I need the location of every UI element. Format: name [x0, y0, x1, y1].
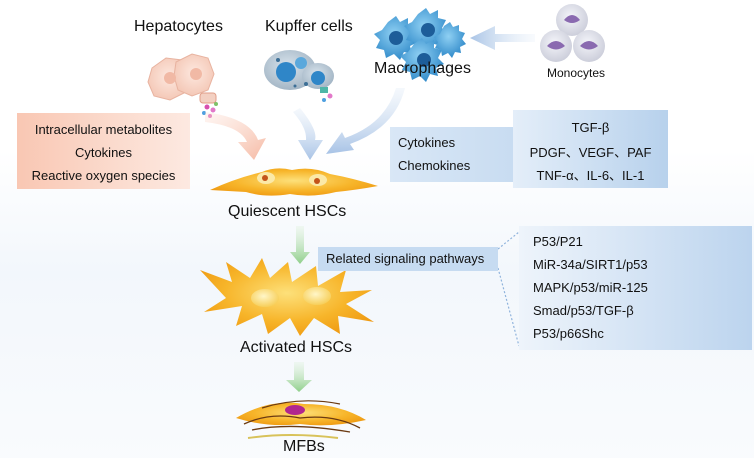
arrow-hepatocytes-to-hscs — [205, 112, 266, 160]
arrow-kupffer-to-hscs — [293, 108, 323, 160]
kupffer-cells-label: Kupffer cells — [265, 18, 353, 35]
arrow-activated-to-mfbs — [286, 362, 312, 392]
activated-hsc-graphic — [200, 258, 374, 336]
kupffer-cells-graphic — [264, 50, 334, 102]
pathway-item: P53/P21 — [533, 234, 583, 249]
hepatocyte-cells — [147, 53, 218, 118]
monocytes-label: Monocytes — [547, 66, 606, 80]
quiescent-hscs-label: Quiescent HSCs — [228, 203, 347, 220]
immune-factor-item: Cytokines — [398, 135, 456, 150]
factor-item: Cytokines — [74, 145, 133, 160]
mfbs-label: MFBs — [283, 438, 325, 455]
immune-factor-list-item: TGF-β — [571, 120, 610, 135]
immune-factors-box: Cytokines Chemokines — [390, 127, 514, 182]
macrophage-cells — [374, 8, 466, 82]
arrow-quiescent-to-activated — [290, 226, 310, 264]
quiescent-hsc-graphic — [210, 168, 378, 196]
immune-factor-list-item: TNF-α、IL-6、IL-1 — [536, 168, 645, 183]
hepatocyte-factors-box: Intracellular metabolites Cytokines Reac… — [17, 113, 190, 189]
signaling-label: Related signaling pathways — [326, 251, 485, 266]
pathway-item: Smad/p53/TGF-β — [533, 303, 634, 318]
macrophages-label: Macrophages — [374, 60, 471, 77]
factor-item: Reactive oxygen species — [31, 168, 176, 183]
arrow-monocytes-to-macrophages — [470, 26, 535, 50]
arrow-macrophages-to-hscs — [326, 88, 405, 154]
immune-factor-list-item: PDGF、VEGF、PAF — [529, 145, 652, 160]
immune-factor-list-box: TGF-β PDGF、VEGF、PAF TNF-α、IL-6、IL-1 — [513, 110, 668, 188]
pathway-item: P53/p66Shc — [533, 326, 604, 341]
immune-factor-item: Chemokines — [398, 158, 471, 173]
signaling-label-box: Related signaling pathways — [318, 247, 498, 271]
pathway-item: MiR-34a/SIRT1/p53 — [533, 257, 648, 272]
mfbs-graphic — [236, 400, 366, 439]
signaling-pathways-box: P53/P21 MiR-34a/SIRT1/p53 MAPK/p53/miR-1… — [519, 226, 752, 350]
factor-item: Intracellular metabolites — [34, 122, 173, 137]
pathway-item: MAPK/p53/miR-125 — [533, 280, 648, 295]
monocyte-cells — [540, 4, 605, 62]
hepatocytes-label: Hepatocytes — [134, 18, 223, 35]
activated-hscs-label: Activated HSCs — [240, 339, 353, 356]
